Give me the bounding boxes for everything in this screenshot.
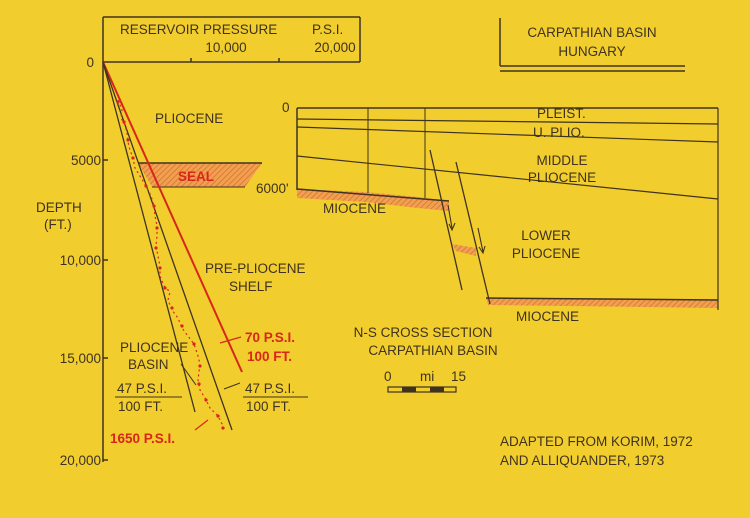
title-box: CARPATHIAN BASIN HUNGARY (499, 18, 685, 72)
section-depth-0: 0 (282, 100, 290, 115)
pressure-tick-label-20000: 20,000 (314, 40, 355, 55)
pressure-1650-label: 1650 P.S.I. (110, 431, 175, 446)
horizon-upper-pliocene-base (296, 126, 719, 143)
title-line-2: HUNGARY (558, 44, 625, 59)
gradient-47-right-leader (223, 382, 241, 390)
gradient-47-left-numerator: 47 P.S.I. (117, 381, 167, 396)
fault-line-1 (429, 149, 463, 291)
data-point (198, 364, 202, 368)
data-point (131, 156, 135, 160)
depth-axis-title: DEPTH (36, 200, 82, 215)
data-point (170, 306, 174, 310)
pliocene-basin-label-1: PLIOCENE (120, 340, 188, 355)
pressure-1650-leader (194, 419, 209, 431)
data-point (216, 414, 220, 418)
pre-pliocene-shelf-label-1: PRE-PLIOCENE (205, 261, 306, 276)
upper-pliocene-label: U. PLIO. (533, 125, 585, 140)
data-point (154, 246, 158, 250)
gradient-70-leader (219, 336, 242, 344)
data-point (122, 120, 126, 124)
gradient-47-right-numerator: 47 P.S.I. (245, 381, 295, 396)
measured-pressure-points (116, 100, 225, 430)
scale-bar-unit: mi (420, 369, 434, 384)
pre-pliocene-shelf-label-2: SHELF (229, 279, 273, 294)
middle-pliocene-label-1: MIDDLE (536, 153, 587, 168)
lower-pliocene-label-1: LOWER (521, 228, 571, 243)
section-depth-6000: 6000' (256, 181, 289, 196)
gradient-70-numerator: 70 P.S.I. (245, 330, 295, 345)
basin-label-leader (180, 363, 197, 386)
depth-tick-label-10000: 10,000 (60, 253, 101, 268)
pressure-axis-unit: P.S.I. (312, 22, 343, 37)
fault-arrow-1-icon (447, 204, 456, 232)
depth-tick-label-20000: 20,000 (60, 453, 101, 468)
seal-layer (138, 163, 262, 187)
cross-section-caption-1: N-S CROSS SECTION (354, 325, 493, 340)
seal-label: SEAL (178, 169, 214, 184)
gradient-70-denominator: 100 FT. (247, 349, 292, 364)
depth-tick-label-15000: 15,000 (60, 351, 101, 366)
pressure-tick-label-10000: 10,000 (205, 40, 246, 55)
depth-axis: 5000 10,000 15,000 20,000 DEPTH (FT.) (36, 62, 108, 468)
miocene-label-left: MIOCENE (323, 201, 386, 216)
fault-arrow-2-icon (477, 227, 486, 255)
scale-bar-outline (387, 386, 457, 393)
data-point (155, 226, 159, 230)
miocene-bed-left (297, 189, 449, 211)
miocene-bed-fault-block (452, 244, 476, 256)
gradient-47-left-denominator: 100 FT. (118, 399, 163, 414)
depth-tick-label-5000: 5000 (71, 153, 101, 168)
gradient-line-70psi (102, 61, 243, 373)
data-point (180, 324, 184, 328)
credit-line-2: AND ALLIQUANDER, 1973 (500, 453, 664, 468)
cross-section: 0 6000' PLEIST. U. PLIO. MIDDLE PLIOCENE… (256, 100, 719, 393)
miocene-label-right: MIOCENE (516, 309, 579, 324)
depth-axis-unit: (FT.) (44, 217, 72, 232)
data-point (116, 100, 120, 104)
data-point (126, 138, 130, 142)
credit-line-1: ADAPTED FROM KORIM, 1972 (500, 434, 693, 449)
lower-pliocene-label-2: PLIOCENE (512, 246, 580, 261)
fault-line-2 (455, 161, 491, 305)
miocene-bed-right (486, 298, 718, 308)
data-point (152, 204, 156, 208)
pliocene-basin-label-2: BASIN (128, 357, 169, 372)
gradient-47-right-denominator: 100 FT. (246, 399, 291, 414)
scale-bar-segment (402, 387, 416, 392)
data-point (221, 426, 225, 430)
gradient-line-47psi-left (102, 61, 196, 413)
horizon-middle-pliocene-base (296, 155, 719, 200)
scale-bar-end: 15 (451, 369, 466, 384)
data-point (192, 342, 196, 346)
scale-bar (387, 386, 457, 393)
horizon-miocene-top-right (485, 297, 719, 301)
title-line-1: CARPATHIAN BASIN (527, 25, 656, 40)
pressure-axis: RESERVOIR PRESSURE P.S.I. 0 10,000 20,00… (86, 16, 361, 70)
data-point (144, 184, 148, 188)
horizon-pleist-base (296, 118, 719, 125)
middle-pliocene-label-2: PLIOCENE (528, 170, 596, 185)
data-point (163, 286, 167, 290)
cross-section-caption-2: CARPATHIAN BASIN (368, 343, 497, 358)
horizon-miocene-top-left (296, 188, 450, 202)
scale-bar-start: 0 (384, 369, 392, 384)
data-point (204, 398, 208, 402)
pressure-axis-title: RESERVOIR PRESSURE (120, 22, 277, 37)
pressure-tick-label-0: 0 (86, 55, 94, 70)
pleistocene-label: PLEIST. (537, 106, 586, 121)
data-point (158, 266, 162, 270)
scale-bar-segment (430, 387, 444, 392)
data-point (197, 382, 201, 386)
pliocene-label: PLIOCENE (155, 111, 223, 126)
